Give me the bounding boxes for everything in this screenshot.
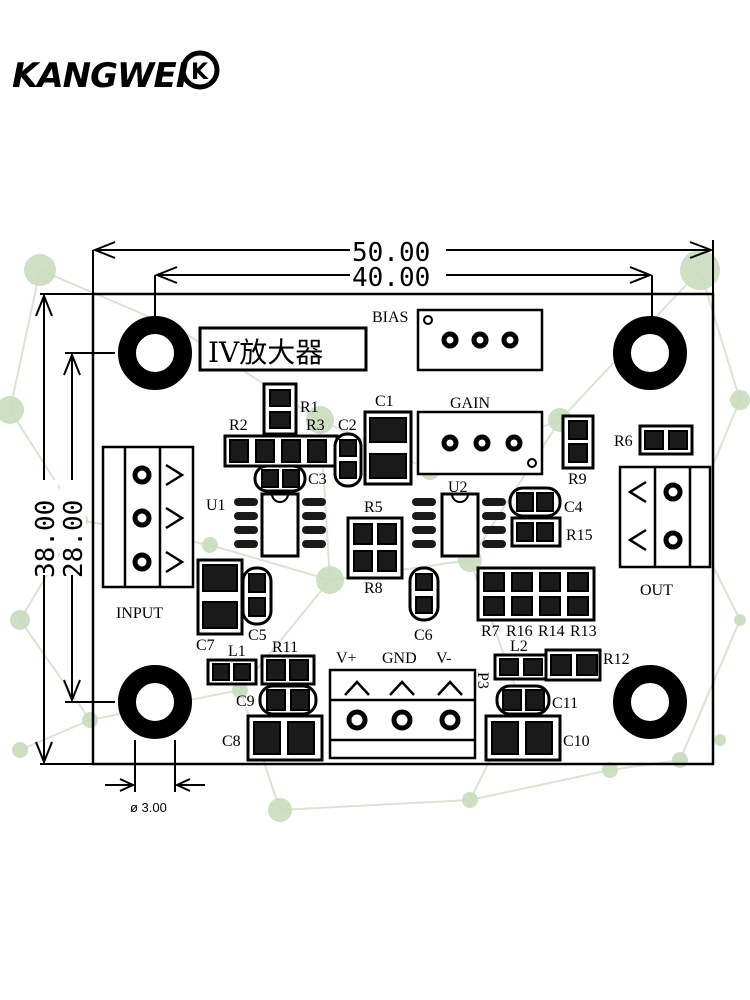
label-C1: C1 xyxy=(375,393,394,410)
power-terminal-tabs xyxy=(344,680,463,696)
label-R11: R11 xyxy=(272,639,298,656)
label-p3: P3 xyxy=(474,672,491,689)
label-output: OUT xyxy=(640,582,673,599)
label-C6: C6 xyxy=(414,627,433,644)
label-vplus: V+ xyxy=(336,650,357,667)
input-terminal-tabs xyxy=(165,463,185,574)
label-C10: C10 xyxy=(563,733,590,750)
label-vminus: V- xyxy=(436,650,451,667)
dimension-width-inner: 40.00 xyxy=(352,263,430,293)
gain-pot-pins xyxy=(441,434,523,452)
power-terminal-pins xyxy=(346,709,461,731)
dimension-height-inner: 28.00 xyxy=(59,500,89,578)
label-R15: R15 xyxy=(566,527,593,544)
label-R8: R8 xyxy=(364,580,383,597)
label-R6: R6 xyxy=(614,433,633,450)
input-terminal-pins xyxy=(132,465,152,572)
brand-logo: KANGWEI K xyxy=(12,50,220,96)
label-C7: C7 xyxy=(196,637,215,654)
label-gnd: GND xyxy=(382,650,417,667)
board-title-box xyxy=(198,326,368,372)
smd-parts xyxy=(196,382,694,762)
output-terminal-pins xyxy=(663,482,683,550)
label-C2: C2 xyxy=(338,417,357,434)
brand-mark-icon xyxy=(180,50,220,90)
label-C8: C8 xyxy=(222,733,241,750)
label-R14: R14 xyxy=(538,623,565,640)
label-R9: R9 xyxy=(568,471,587,488)
label-U1: U1 xyxy=(206,497,226,514)
bias-pot-mark xyxy=(423,315,433,325)
label-R3: R3 xyxy=(306,417,325,434)
dim-label-bg-28 xyxy=(60,480,86,575)
mounting-hole-top-right xyxy=(613,316,687,390)
label-R7: R7 xyxy=(481,623,500,640)
mounting-hole-bottom-left xyxy=(118,665,192,739)
dimension-height-outer: 38.00 xyxy=(31,500,61,578)
label-U2: U2 xyxy=(448,479,468,496)
component-labels: R1 R2 R3 C2 C1 C3 U1 U2 R5 R8 C4 R15 R9 … xyxy=(196,393,633,750)
dim-label-bg-50 xyxy=(350,238,446,264)
label-C4: C4 xyxy=(564,499,583,516)
label-C9: C9 xyxy=(236,693,255,710)
label-C3: C3 xyxy=(308,471,327,488)
label-C5: C5 xyxy=(248,627,267,644)
label-R2: R2 xyxy=(229,417,248,434)
output-terminal xyxy=(618,465,712,569)
dim-label-bg-40 xyxy=(350,264,446,288)
label-C11: C11 xyxy=(552,695,578,712)
board-outline xyxy=(91,292,715,766)
label-L1: L1 xyxy=(228,643,246,660)
brand-name: KANGWEI xyxy=(12,56,188,96)
label-R1: R1 xyxy=(300,399,319,416)
label-gain: GAIN xyxy=(450,395,490,412)
label-R13: R13 xyxy=(570,623,597,640)
dim-label-bg-38 xyxy=(30,480,58,575)
ic-u1 xyxy=(234,492,326,558)
dimension-width-outer: 50.00 xyxy=(352,238,430,268)
brand-mark: K xyxy=(191,60,209,85)
mounting-hole-top-left xyxy=(118,316,192,390)
dimension-hole: ø 3.00 xyxy=(130,800,167,815)
mounting-holes xyxy=(118,316,687,739)
board-title: IV放大器 xyxy=(208,336,323,369)
label-input: INPUT xyxy=(116,605,163,622)
label-L2: L2 xyxy=(510,638,528,655)
label-R12: R12 xyxy=(603,651,630,668)
label-bias: BIAS xyxy=(372,309,408,326)
bias-pot-pins xyxy=(441,331,519,349)
label-R5: R5 xyxy=(364,499,383,516)
output-terminal-tabs xyxy=(627,480,647,552)
ic-u2 xyxy=(412,492,506,558)
gain-pot-mark xyxy=(527,458,537,468)
label-R16: R16 xyxy=(506,623,533,640)
mounting-hole-bottom-right xyxy=(613,665,687,739)
